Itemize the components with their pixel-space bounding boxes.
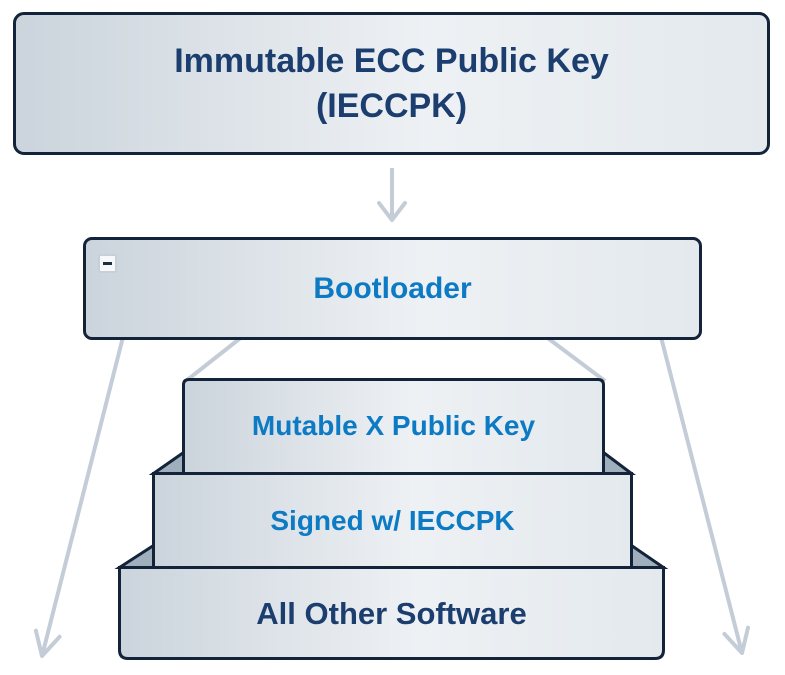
ieccpk-title-line1: Immutable ECC Public Key	[174, 41, 609, 80]
mutable-key-box-shape	[182, 378, 605, 475]
collapse-button[interactable]	[98, 254, 117, 273]
mutable-key-label: Mutable X Public Key	[251, 409, 536, 441]
bootloader-box: Bootloader	[83, 237, 702, 340]
upper-left-flap	[148, 449, 185, 475]
all-other-software-label: All Other Software	[256, 596, 527, 631]
bootloader-to-bottom-left-arrow	[33, 336, 125, 658]
root-to-bootloader-arrow	[377, 168, 407, 222]
bootloader-to-mutable-left-line	[184, 334, 245, 383]
bootloader-to-mutable-right-line	[543, 334, 607, 383]
bootloader-label: Bootloader	[313, 271, 472, 305]
upper-right-flap	[602, 449, 636, 475]
signed-box-shape	[152, 472, 633, 569]
ieccpk-title-line2: (IECCPK)	[315, 86, 468, 125]
all-other-software-box-shape	[118, 566, 665, 660]
ieccpk-root-key-box: Immutable ECC Public Key (IECCPK)	[13, 12, 770, 155]
bootloader-to-bottom-right-arrow	[659, 336, 750, 655]
signed-ieccpk-label: Signed w/ IECCPK	[270, 504, 515, 536]
lower-left-flap	[114, 542, 155, 569]
lower-right-flap	[630, 542, 669, 569]
collapse-minus-icon	[103, 262, 112, 265]
